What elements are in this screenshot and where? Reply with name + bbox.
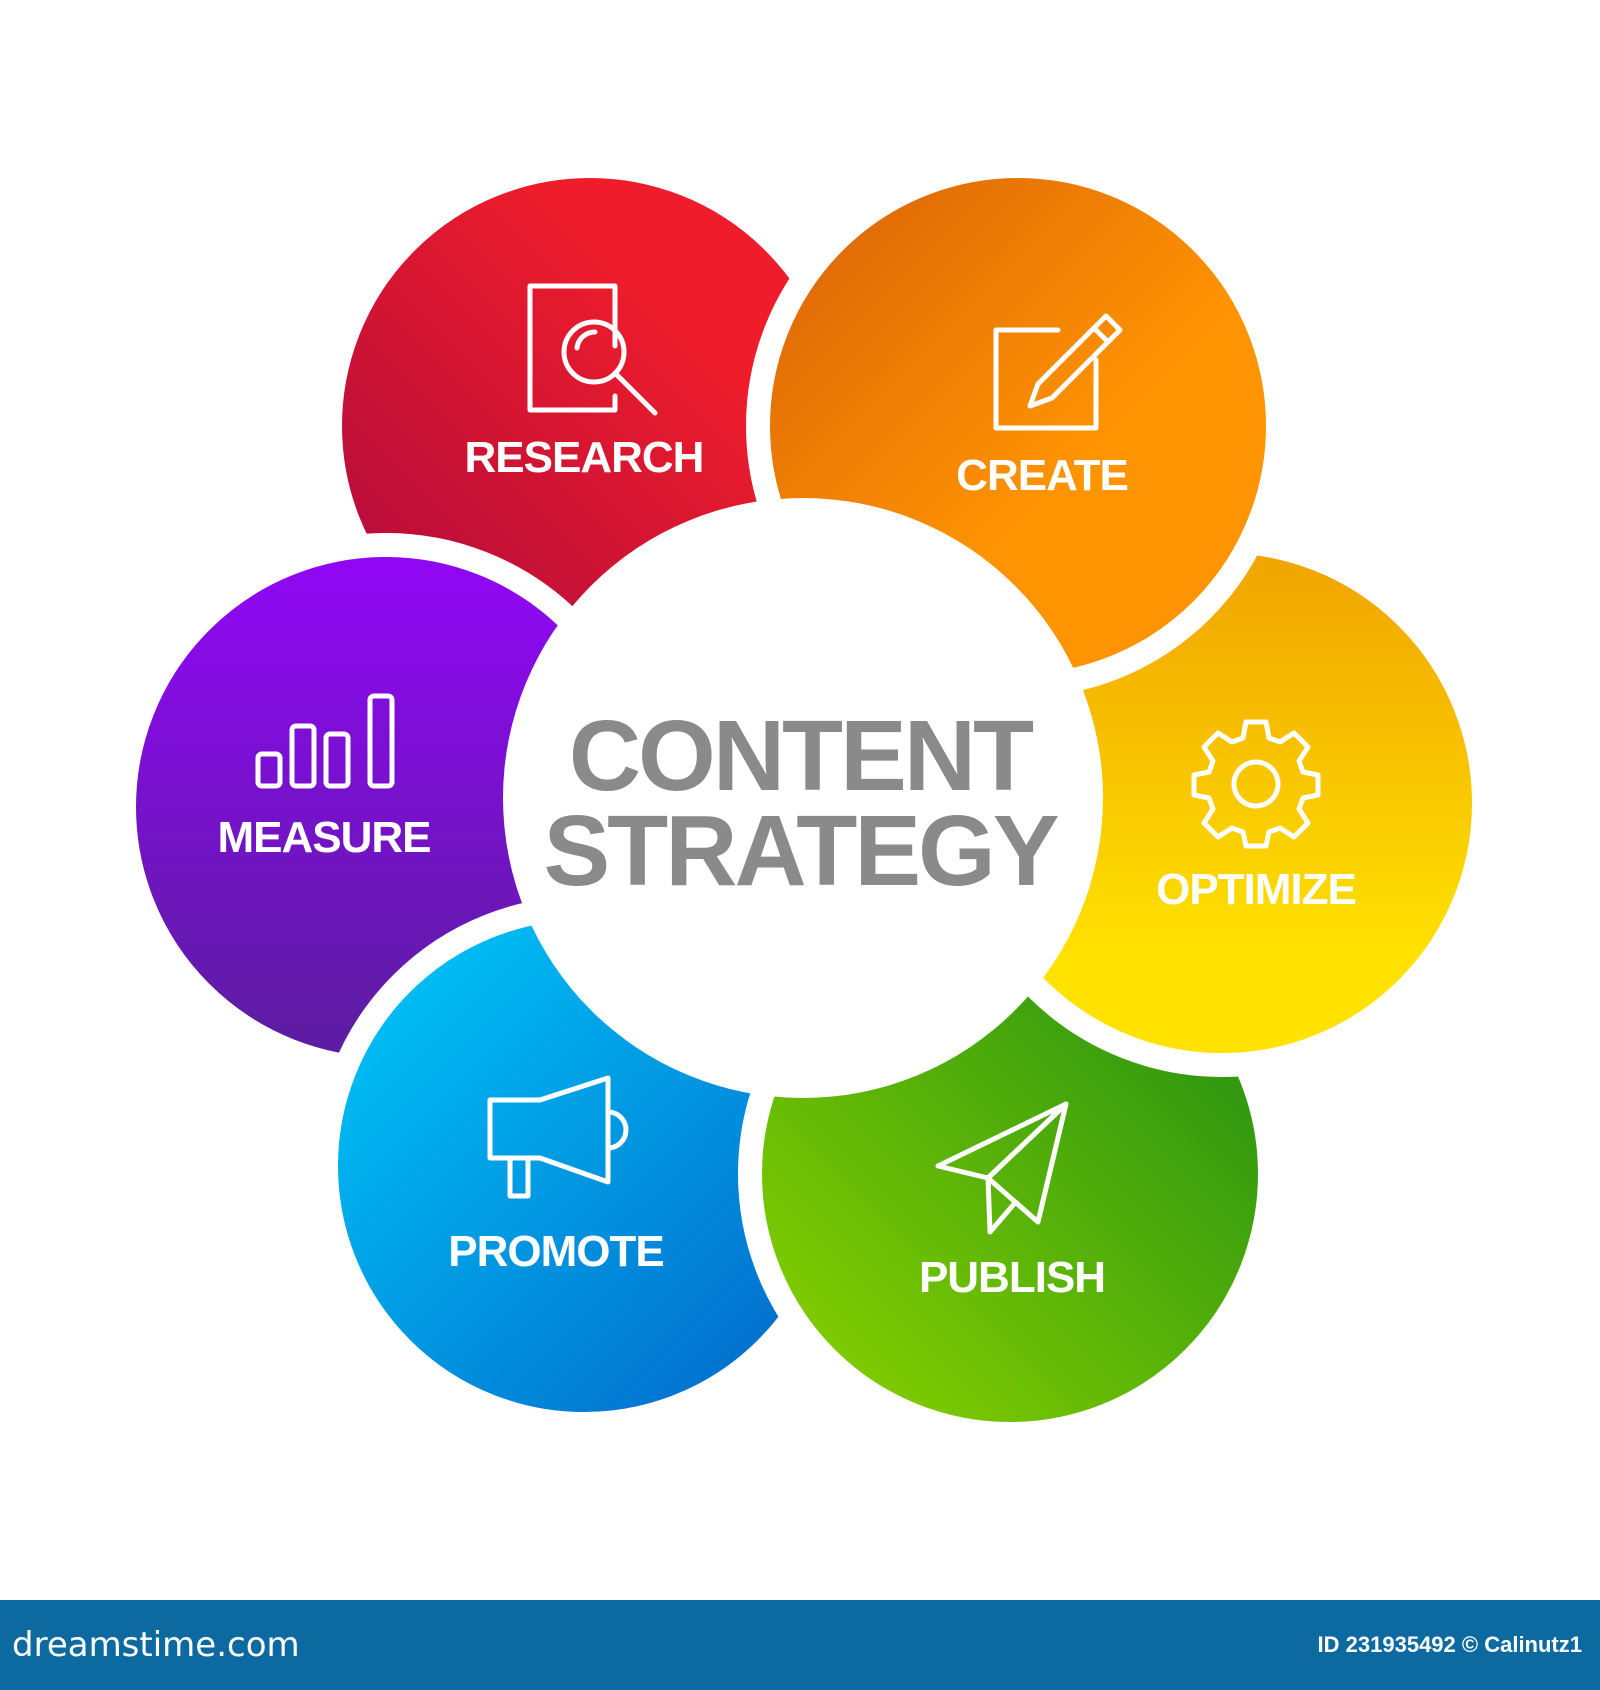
edit-pencil-icon: [993, 313, 1123, 431]
footer-credit: ID 231935492 © Calinutz1: [1317, 1632, 1582, 1657]
content-strategy-diagram: CONTENT STRATEGY RESEARCH CREATE OPTIMIZ…: [124, 166, 1484, 1434]
segment-promote-label: PROMOTE: [448, 1227, 663, 1276]
megaphone-icon: [487, 1075, 629, 1199]
segment-measure-label: MEASURE: [217, 813, 430, 862]
footer-site-link[interactable]: dreamstime.com: [12, 1625, 300, 1665]
bar-chart-icon: [255, 693, 395, 789]
center-hub: [503, 498, 1103, 1098]
paper-plane-icon: [935, 1101, 1069, 1235]
center-title-line2: STRATEGY: [543, 795, 1058, 907]
segment-publish-label: PUBLISH: [919, 1253, 1105, 1302]
footer-bar: dreamstime.com ID 231935492 © Calinutz1: [0, 1600, 1600, 1690]
segment-research-label: RESEARCH: [465, 433, 704, 482]
segment-optimize-label: OPTIMIZE: [1156, 865, 1356, 914]
gear-icon: [1191, 719, 1321, 849]
center-title-line1: CONTENT: [569, 700, 1034, 812]
document-search-icon: [527, 283, 658, 416]
segment-create-label: CREATE: [956, 451, 1128, 500]
